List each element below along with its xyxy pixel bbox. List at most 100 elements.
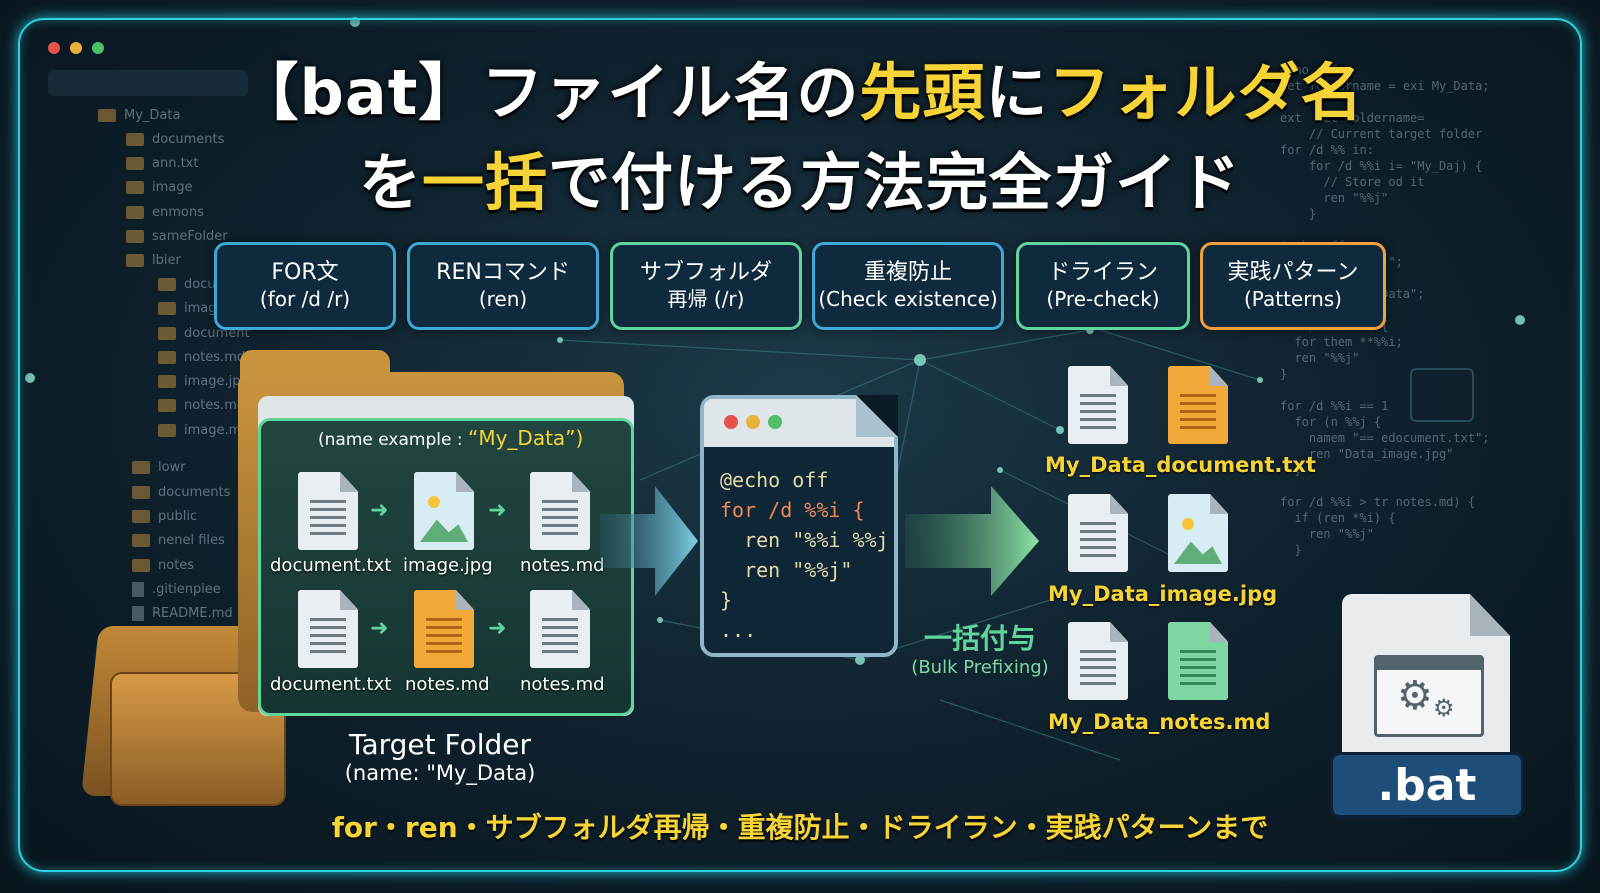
code-line: for /d %%i > tr notes.md) { bbox=[1280, 495, 1476, 509]
tree-item: image.m bbox=[158, 423, 241, 438]
tree-item: notes.md bbox=[158, 350, 245, 365]
folder-icon bbox=[158, 424, 176, 437]
badge-sub: 再帰 (/r) bbox=[667, 287, 745, 311]
badge-label: ドライラン bbox=[1047, 260, 1158, 285]
folder-icon bbox=[158, 302, 176, 315]
tree-label: public bbox=[158, 509, 198, 524]
badge-sub: (for /d /r) bbox=[259, 287, 351, 311]
minimize-dot bbox=[70, 42, 82, 54]
code-line: for /d %%i i= "My_Daj) { bbox=[1280, 159, 1483, 173]
tree-label: notes bbox=[158, 558, 195, 573]
maximize-dot bbox=[768, 415, 782, 429]
tree-item: documents bbox=[132, 485, 230, 500]
output-file-label: My_Data_document.txt bbox=[1045, 453, 1316, 477]
badge-label: 実践パターン bbox=[1227, 260, 1359, 285]
tree-label: lowr bbox=[158, 460, 186, 475]
code-line: } bbox=[720, 588, 733, 612]
tree-item: notes bbox=[132, 558, 194, 573]
file-icon bbox=[132, 606, 144, 621]
bat-label: .bat bbox=[1330, 752, 1524, 818]
code-line: ext set foldername= bbox=[1280, 111, 1425, 125]
code-line bbox=[1280, 222, 1580, 238]
folder-icon bbox=[126, 157, 144, 170]
code-line: echo off bbox=[1280, 63, 1338, 77]
document-icon bbox=[414, 590, 474, 668]
folder-icon bbox=[126, 230, 144, 243]
file-label: notes.md bbox=[520, 674, 605, 695]
tree-label: My_Data bbox=[124, 108, 181, 123]
tree-item: lowr bbox=[132, 460, 186, 475]
badge-subfolder: サブフォルダ再帰 (/r) bbox=[610, 242, 802, 330]
document-icon bbox=[1168, 622, 1228, 700]
page-title-line1: 【bat】ファイル名の先頭にフォルダ名 bbox=[0, 42, 1600, 132]
code-line: ren "%%j" bbox=[1280, 351, 1360, 365]
tree-item: imag bbox=[158, 301, 217, 316]
file-label: notes.md bbox=[405, 674, 490, 695]
close-dot bbox=[48, 42, 60, 54]
tree-label: documents bbox=[158, 485, 231, 500]
output-file-label: My_Data_image.jpg bbox=[1048, 582, 1278, 606]
page-title-line2: を一括で付ける方法完全ガイド bbox=[0, 132, 1600, 222]
tree-label: image.m bbox=[184, 423, 242, 438]
mini-window-icon bbox=[1410, 368, 1474, 422]
tree-item: README.md bbox=[132, 606, 233, 621]
minimize-dot bbox=[746, 415, 760, 429]
tree-item: enmons bbox=[126, 205, 204, 220]
maximize-dot bbox=[92, 42, 104, 54]
document-icon bbox=[1168, 366, 1228, 444]
code-line: for them **%%i; bbox=[1280, 335, 1403, 349]
arrow-right-icon: ➜ bbox=[488, 616, 507, 641]
badge-sub: (Check existence) bbox=[818, 287, 998, 311]
code-line: ren "Data_image.jpg" bbox=[1280, 447, 1454, 461]
code-line: ... bbox=[720, 618, 757, 642]
code-line: for (n %%j { bbox=[1280, 415, 1382, 429]
document-icon bbox=[530, 590, 590, 668]
folder-icon bbox=[158, 399, 176, 412]
folder-icon bbox=[126, 254, 144, 267]
document-icon bbox=[1068, 366, 1128, 444]
code-line: // Current target folder bbox=[1280, 127, 1483, 141]
tree-label: lbier bbox=[152, 253, 181, 268]
tree-label: docu bbox=[184, 277, 216, 292]
code-line: ren "%%j" bbox=[1280, 527, 1374, 541]
tree-item: documents bbox=[126, 132, 224, 147]
code-line: // Store od it bbox=[1280, 175, 1425, 189]
tree-item: public bbox=[132, 509, 197, 524]
folder-icon bbox=[98, 109, 116, 122]
arrow-right-icon bbox=[600, 486, 698, 596]
arrow-right-icon: ➜ bbox=[370, 616, 389, 641]
document-icon bbox=[1068, 494, 1128, 572]
code-line: } bbox=[1280, 463, 1302, 477]
file-label: document.txt bbox=[270, 555, 392, 576]
gear-icon: ⚙ bbox=[1397, 673, 1433, 719]
file-icon bbox=[132, 582, 144, 597]
tree-label: image bbox=[152, 180, 193, 195]
close-dot bbox=[724, 415, 738, 429]
code-line: ren "%%j" bbox=[720, 558, 853, 582]
code-line: for /d %%i { bbox=[720, 498, 865, 522]
file-label: document.txt bbox=[270, 674, 392, 695]
folder-icon bbox=[132, 559, 150, 572]
badge-for: FOR文(for /d /r) bbox=[214, 242, 396, 330]
folder-icon bbox=[132, 486, 150, 499]
folder-icon bbox=[132, 534, 150, 547]
name-example-prefix: (name example : bbox=[318, 430, 468, 450]
code-line: if (ren *%i) { bbox=[1280, 511, 1396, 525]
badge-sub: (Patterns) bbox=[1244, 287, 1342, 311]
target-folder-caption: Target Folder (name: "My_Data) bbox=[310, 728, 570, 785]
folder-icon bbox=[126, 206, 144, 219]
code-line: } bbox=[1280, 367, 1288, 381]
tree-label: documents bbox=[152, 132, 225, 147]
badge-duplicate: 重複防止(Check existence) bbox=[812, 242, 1004, 330]
arrow-right-icon bbox=[905, 486, 1039, 596]
tree-item: image.jpg bbox=[158, 374, 249, 389]
badge-dryrun: ドライラン(Pre-check) bbox=[1016, 242, 1190, 330]
folder-icon bbox=[132, 461, 150, 474]
title-text: に bbox=[985, 56, 1049, 129]
file-label: notes.md bbox=[520, 555, 605, 576]
folder-icon bbox=[158, 278, 176, 291]
folder-icon bbox=[126, 181, 144, 194]
badge-sub: (Pre-check) bbox=[1046, 287, 1160, 311]
folder-icon bbox=[132, 510, 150, 523]
tree-label: enmons bbox=[152, 205, 204, 220]
